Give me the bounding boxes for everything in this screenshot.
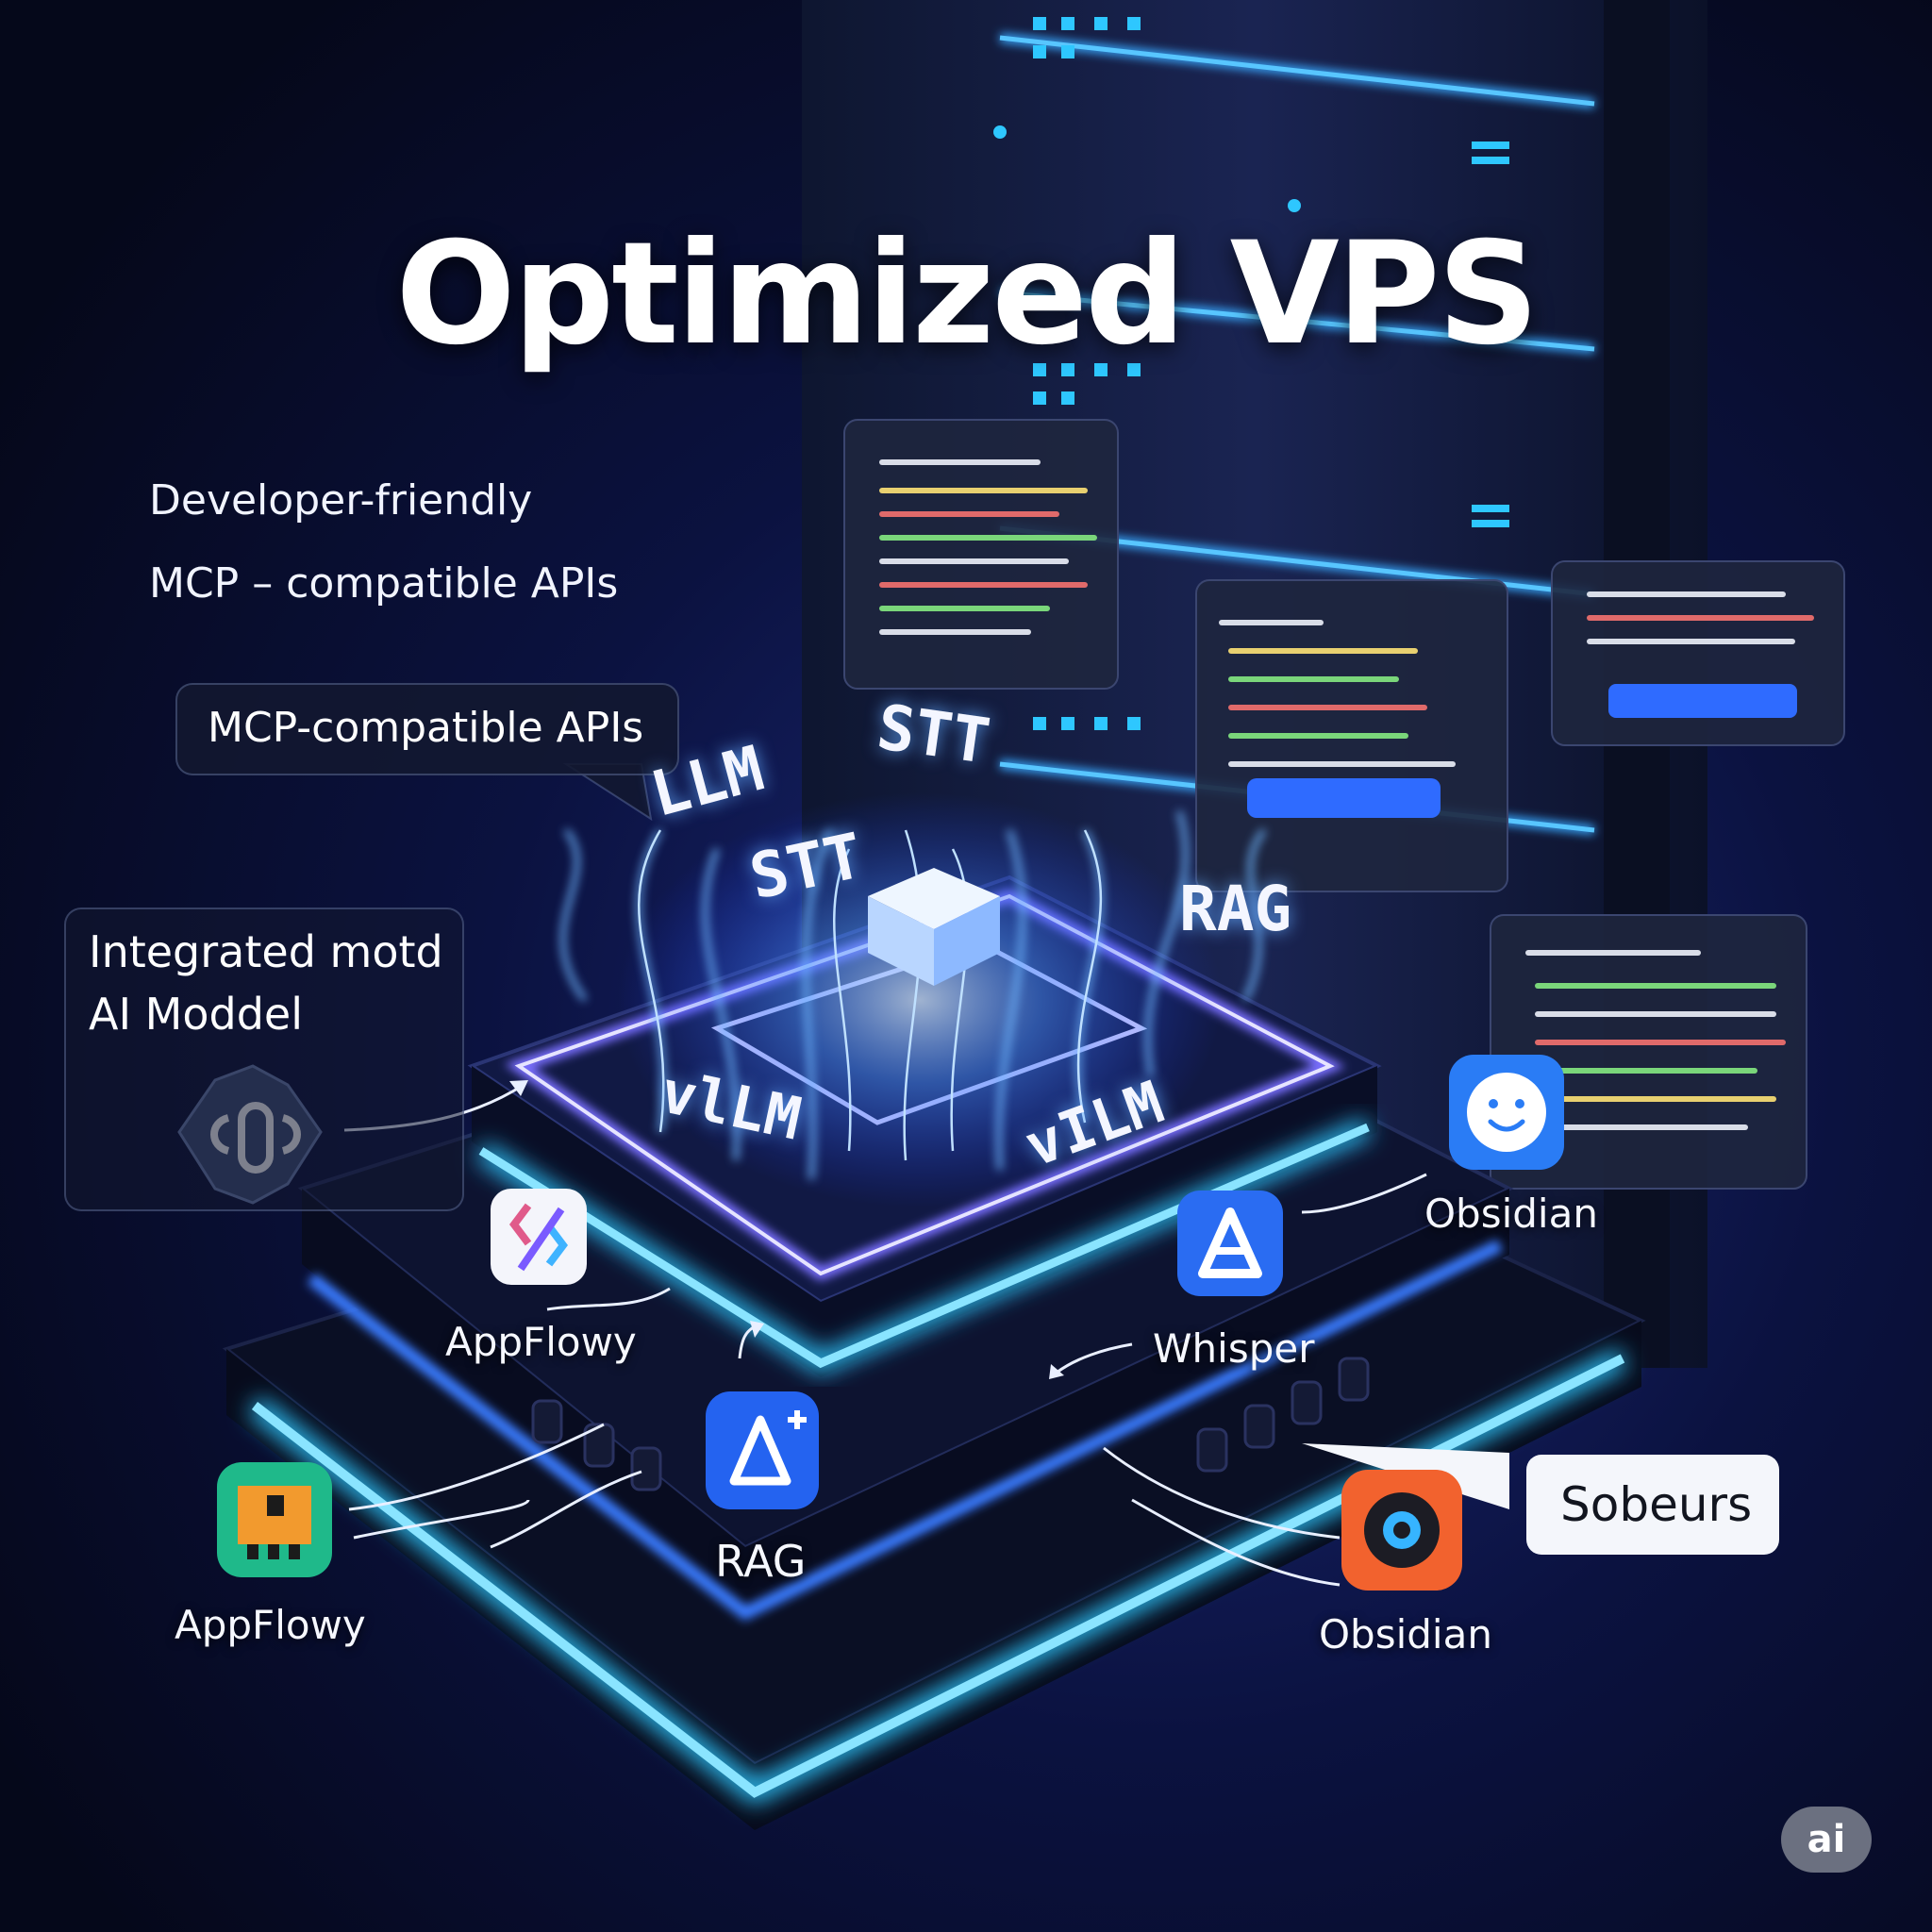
ai-core bbox=[559, 792, 1267, 1208]
sobeurs-label: Sobeurs bbox=[1560, 1477, 1753, 1532]
model-callout-line1: Integrated motd bbox=[89, 926, 443, 977]
app-label-whisper: Whisper bbox=[1153, 1325, 1315, 1372]
app-label-appflowy-lower: AppFlowy bbox=[175, 1602, 366, 1648]
api-callout-label: MCP-compatible APIs bbox=[208, 704, 644, 752]
feature-developer-friendly: Developer-friendly bbox=[149, 476, 533, 525]
model-label-stt-upper: STT bbox=[873, 691, 994, 778]
app-label-obsidian-lower: Obsidian bbox=[1319, 1611, 1492, 1657]
api-callout: MCP-compatible APIs bbox=[175, 683, 679, 775]
app-label-rag: RAG bbox=[715, 1536, 807, 1587]
model-callout-line2: AI Moddel bbox=[89, 989, 303, 1040]
model-callout: Integrated motd AI Moddel bbox=[64, 908, 464, 1211]
app-label-obsidian-upper: Obsidian bbox=[1424, 1191, 1598, 1237]
arrowheads bbox=[509, 1080, 1064, 1379]
ai-badge: ai bbox=[1781, 1807, 1872, 1873]
feature-mcp-apis: MCP – compatible APIs bbox=[149, 559, 619, 608]
page-title: Optimized VPS bbox=[395, 212, 1539, 376]
terminal-panels bbox=[843, 419, 1845, 1190]
sobeurs-callout: Sobeurs bbox=[1526, 1455, 1779, 1555]
model-label-rag: RAG bbox=[1179, 873, 1292, 945]
app-label-appflowy-upper: AppFlowy bbox=[445, 1319, 637, 1365]
